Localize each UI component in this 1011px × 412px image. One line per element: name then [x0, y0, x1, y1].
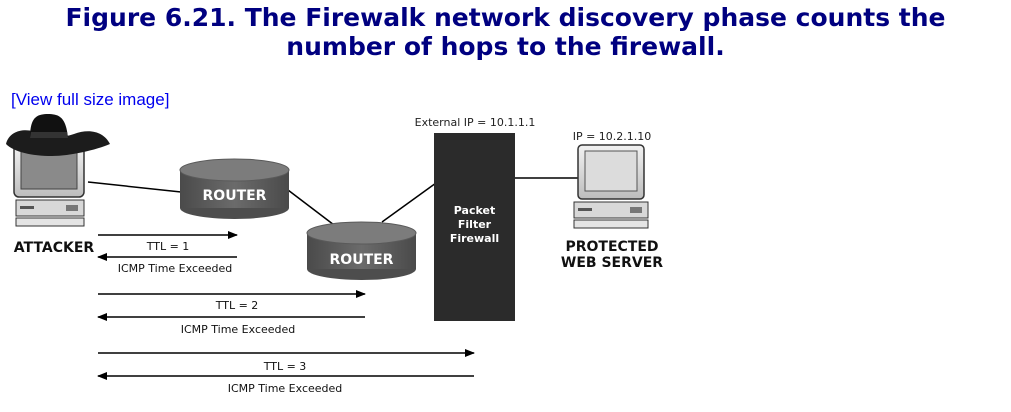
probe-2-reply-label: ICMP Time Exceeded [181, 323, 296, 336]
figure-title: Figure 6.21. The Firewalk network discov… [0, 3, 1011, 61]
link-attacker-router1 [87, 181, 182, 193]
probe-3: TTL = 3 ICMP Time Exceeded [97, 349, 475, 395]
probe-1-ttl-label: TTL = 1 [146, 240, 190, 253]
network-links [87, 177, 580, 229]
figure-title-line-1: Figure 6.21. The Firewalk network discov… [65, 3, 946, 32]
probe-3-ttl-label: TTL = 3 [263, 360, 307, 373]
link-router1-router2 [287, 189, 339, 229]
server-screen [584, 150, 638, 192]
attacker-keyboard [15, 217, 85, 227]
attacker-base [15, 199, 85, 217]
server-base [573, 201, 649, 219]
attacker-label: ATTACKER [14, 240, 95, 256]
firewall-label-line-1: Packet [454, 204, 495, 217]
firewall-body [434, 133, 515, 321]
attacker-screen [20, 150, 78, 190]
server-keyboard [573, 219, 649, 229]
server-label-line-2: WEB SERVER [561, 255, 663, 271]
firewall-label-line-3: Firewall [450, 232, 499, 245]
router-2-label: ROUTER [330, 252, 394, 268]
server-ip-label: IP = 10.2.1.10 [573, 130, 652, 143]
external-ip-label: External IP = 10.1.1.1 [415, 116, 536, 129]
figure-title-line-2: number of hops to the firewall. [286, 32, 725, 61]
probe-1: TTL = 1 ICMP Time Exceeded [97, 231, 238, 275]
probe-3-reply-label: ICMP Time Exceeded [228, 382, 343, 395]
server-label-line-1: PROTECTED [565, 239, 658, 255]
router-1: ROUTER [179, 158, 290, 219]
protected-web-server [573, 144, 649, 229]
packet-filter-firewall: Packet Filter Firewall [434, 133, 515, 321]
view-full-size-link[interactable]: [View full size image] [11, 90, 170, 109]
firewall-label-line-2: Filter [458, 218, 492, 231]
link-router2-firewall [381, 182, 437, 223]
router-2: ROUTER [306, 221, 417, 280]
probe-2: TTL = 2 ICMP Time Exceeded [97, 290, 366, 336]
attacker-computer [6, 114, 110, 227]
router-1-label: ROUTER [203, 188, 267, 204]
probe-2-ttl-label: TTL = 2 [215, 299, 259, 312]
cowboy-hat-icon [6, 114, 110, 156]
probe-1-reply-label: ICMP Time Exceeded [118, 262, 233, 275]
